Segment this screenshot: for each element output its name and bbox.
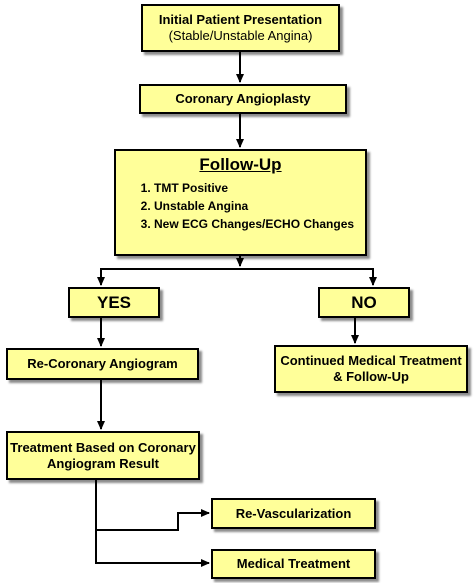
medical-treatment-label: Medical Treatment [236,556,351,571]
re-vascularization-label: Re-Vascularization [235,505,352,521]
continued-medical-treatment-box: Continued Medical Treatment & Follow-Up [274,345,468,393]
continued-medical-treatment-line1: Continued Medical Treatment [280,353,462,368]
re-vascularization-box: Re-Vascularization [211,498,376,529]
follow-up-title: Follow-Up [199,155,282,174]
follow-up-box: Follow-Up TMT Positive Unstable Angina N… [114,149,367,256]
coronary-angioplasty-box: Coronary Angioplasty [139,84,347,114]
medical-treatment-box: Medical Treatment [211,549,376,579]
follow-up-criterion: TMT Positive [154,179,354,197]
initial-presentation-subtitle: (Stable/Unstable Angina) [168,28,313,43]
initial-presentation-title: Initial Patient Presentation [158,12,323,27]
no-box: NO [318,287,410,318]
yes-box: YES [68,287,160,318]
no-label: NO [351,292,377,312]
yes-label: YES [96,292,132,312]
follow-up-criterion: New ECG Changes/ECHO Changes [154,215,354,233]
initial-presentation-box: Initial Patient Presentation (Stable/Uns… [141,4,340,52]
treatment-based-line1: Treatment Based on Coronary [10,439,196,455]
coronary-angioplasty-label: Coronary Angioplasty [175,91,311,106]
re-coronary-angiogram-box: Re-Coronary Angiogram [6,348,199,380]
continued-medical-treatment-line2: & Follow-Up [333,369,409,384]
treatment-based-line2: Angiogram Result [47,455,159,471]
follow-up-criteria-list: TMT Positive Unstable Angina New ECG Cha… [116,179,354,233]
re-coronary-angiogram-label: Re-Coronary Angiogram [27,356,178,371]
follow-up-criterion: Unstable Angina [154,197,354,215]
treatment-based-box: Treatment Based on Coronary Angiogram Re… [6,431,200,480]
